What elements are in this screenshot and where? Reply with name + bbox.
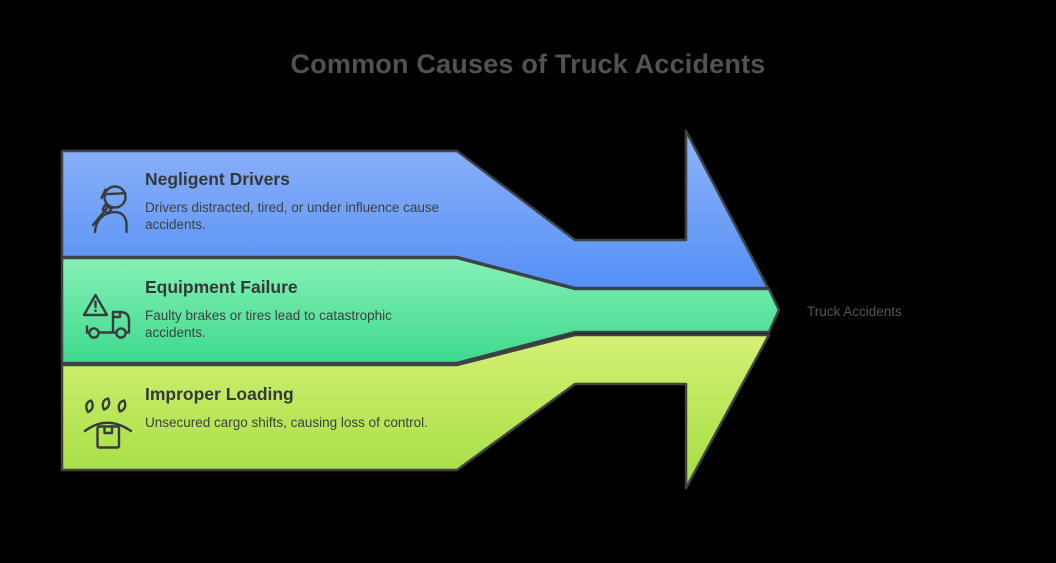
cause-title: Negligent Drivers (145, 169, 290, 189)
cause-item-improper-loading: Improper Loading Unsecured cargo shifts,… (80, 383, 440, 452)
cause-title: Equipment Failure (145, 277, 298, 297)
cause-description: Drivers distracted, tired, or under infl… (145, 200, 440, 232)
cause-description: Faulty brakes or tires lead to catastrop… (145, 308, 392, 340)
cause-description: Unsecured cargo shifts, causing loss of … (145, 415, 428, 430)
page-title: Common Causes of Truck Accidents (290, 49, 766, 79)
falling-cargo-box-icon (83, 397, 133, 449)
driver-with-cap-icon (91, 185, 128, 234)
band-equipment-failure-shape (60, 256, 781, 365)
cause-item-equipment-failure: Equipment Failure Faulty brakes or tires… (80, 276, 440, 345)
cause-item-negligent-drivers: Negligent Drivers Drivers distracted, ti… (80, 168, 440, 237)
result-label: Truck Accidents (807, 304, 902, 319)
cause-text-block: Negligent Drivers Drivers distracted, ti… (145, 168, 453, 233)
cause-text-block: Equipment Failure Faulty brakes or tires… (145, 276, 453, 341)
cause-text-block: Improper Loading Unsecured cargo shifts,… (145, 383, 453, 432)
truck-warning-icon (82, 293, 131, 339)
cause-title: Improper Loading (145, 384, 294, 404)
band-improper-loading-shape (60, 333, 771, 490)
